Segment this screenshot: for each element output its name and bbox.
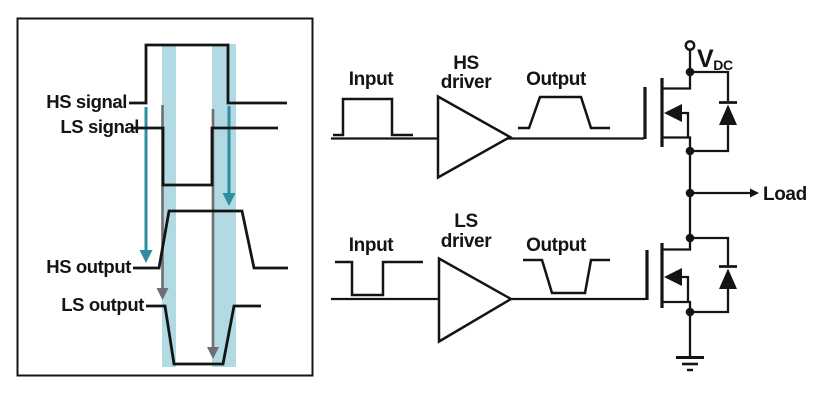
load-arrow: Load: [685, 184, 807, 205]
arrowhead-down-icon: [156, 288, 169, 300]
hs-propagation-arrow-rise: [139, 107, 153, 263]
ls-input-waveform: [335, 260, 423, 297]
ls-driver-triangle: [437, 256, 514, 344]
ls-driver-label-line1: LS: [454, 211, 477, 232]
supply-terminal-icon: [684, 40, 696, 51]
hs-driver-row: Input HS driver Output: [331, 53, 644, 180]
arrowhead-right-icon: [750, 188, 759, 198]
mosfet-arrow-icon: [664, 268, 682, 286]
diode-branch-bottom: [692, 125, 730, 153]
ls-output-label: Output: [526, 235, 587, 256]
deadtime-band-left: [162, 44, 176, 367]
drain-lead: [662, 238, 692, 251]
arrowhead-down-icon: [139, 250, 153, 263]
hs-input-waveform: [333, 97, 413, 137]
arrowhead-down-icon: [222, 193, 236, 206]
ls-output-waveform: [523, 258, 610, 295]
vdc-label: VDC: [697, 45, 733, 73]
diode-branch-top: [692, 236, 730, 265]
ls-signal-label: LS signal: [60, 116, 139, 137]
timing-diagram-panel: HS signal LS signal HS output LS output: [16, 17, 314, 377]
low-side-mosfet: [645, 238, 692, 312]
diode-branch-bottom: [692, 289, 730, 314]
hs-output-waveform: [133, 209, 288, 270]
hs-propagation-arrow-fall: [222, 106, 236, 206]
load-label: Load: [763, 184, 807, 205]
ls-output-waveform: [146, 304, 261, 366]
vdc-label-sub: DC: [713, 57, 733, 73]
hs-signal-label: HS signal: [46, 91, 127, 112]
diode-triangle-icon: [719, 268, 737, 289]
mosfet-arrow-icon: [664, 104, 682, 122]
hs-driver-triangle: [436, 94, 513, 180]
hs-input-label: Input: [349, 69, 394, 90]
source-lead: [662, 300, 692, 312]
drain-node-dot: [685, 67, 695, 77]
body-diode-high: [692, 70, 737, 153]
driver-circuit-panel: Input HS driver Output: [331, 40, 807, 372]
source-lead: [662, 136, 692, 151]
mid-node-dot: [685, 233, 695, 243]
hs-output-label: HS output: [46, 256, 131, 277]
body-lead: [681, 275, 690, 302]
vdc-terminal: VDC: [684, 40, 733, 73]
diode-branch-top: [692, 70, 730, 101]
drain-lead: [662, 72, 692, 90]
body-lead: [681, 111, 690, 137]
hs-output-label: Output: [526, 69, 587, 90]
hs-output-waveform: [518, 95, 610, 130]
ls-signal-waveform: [131, 126, 278, 187]
ls-driver-label-line2: driver: [441, 231, 492, 252]
load-node-dot: [685, 188, 695, 198]
hs-driver-label-line2: driver: [441, 72, 492, 93]
hs-signal-waveform: [129, 43, 287, 105]
ground-symbol: [676, 312, 704, 372]
ls-driver-row: Input LS driver Output: [331, 211, 646, 344]
diode-triangle-icon: [719, 104, 737, 125]
ls-output-label: LS output: [61, 294, 144, 315]
arrowhead-down-icon: [207, 347, 219, 359]
high-side-mosfet: [643, 72, 692, 151]
body-diode-low: [692, 236, 737, 314]
vdc-label-main: V: [697, 45, 714, 73]
hs-driver-label-line1: HS: [453, 53, 479, 74]
ls-input-label: Input: [349, 235, 394, 256]
